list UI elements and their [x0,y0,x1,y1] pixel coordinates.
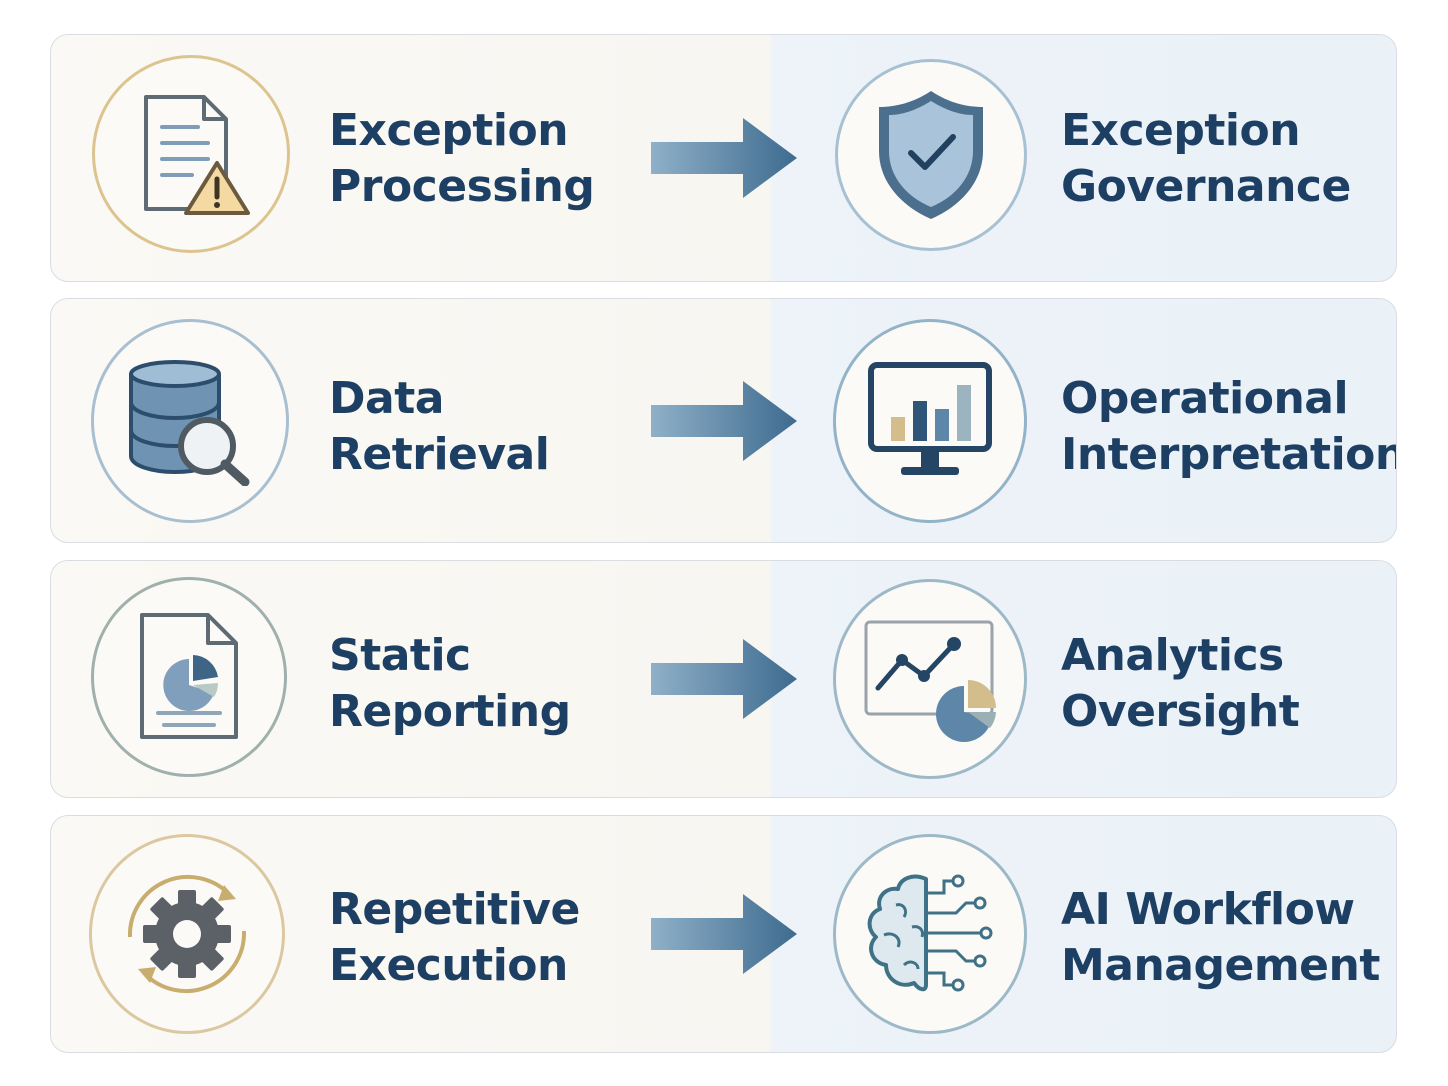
ai-brain-circuit-icon [867,874,993,992]
from-icon-circle [92,55,290,253]
arrow-right-icon [651,118,797,198]
shield-check-icon [879,91,983,219]
from-icon-circle [91,577,287,777]
from-icon-circle [89,834,285,1034]
to-icon-circle [835,59,1027,251]
to-icon-circle [833,319,1027,523]
gear-cycle-icon [127,874,247,994]
analytics-line-pie-icon [864,620,996,742]
document-warning-icon [144,95,250,215]
to-icon-circle [833,579,1027,779]
database-search-icon [129,360,250,486]
monitor-bar-chart-icon [868,362,992,475]
arrow-right-icon [651,639,797,719]
to-icon-circle [833,834,1027,1034]
report-pie-document-icon [140,613,238,739]
arrow-right-icon [651,894,797,974]
arrow-right-icon [651,381,797,461]
from-icon-circle [91,319,289,523]
